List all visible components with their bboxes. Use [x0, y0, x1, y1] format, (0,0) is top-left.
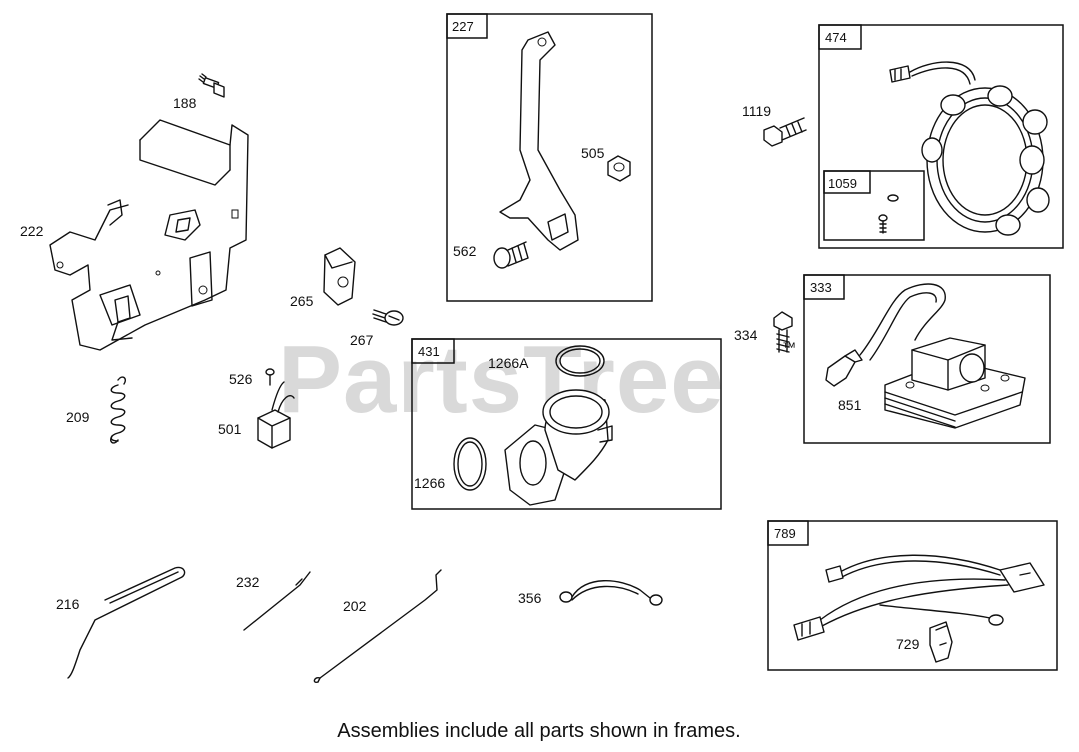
- part-188-bolt[interactable]: [198, 73, 225, 98]
- label-501: 501: [218, 421, 242, 437]
- label-1266A: 1266A: [488, 355, 529, 371]
- label-216: 216: [56, 596, 80, 612]
- frame-227-label: 227: [452, 19, 474, 34]
- part-474-alternator-stator[interactable]: [889, 61, 1050, 236]
- part-851-spark-plug-cap[interactable]: [825, 349, 863, 387]
- frame-431-label: 431: [418, 344, 440, 359]
- frame-789[interactable]: 789 729: [767, 520, 1058, 671]
- part-1266-gasket[interactable]: [453, 437, 487, 491]
- label-267: 267: [350, 332, 374, 348]
- part-1059-screw-washer[interactable]: [878, 194, 899, 234]
- frame-431[interactable]: 431 1266A 1266: [411, 338, 722, 510]
- label-188: 188: [173, 95, 197, 111]
- label-265: 265: [290, 293, 314, 309]
- frame-474[interactable]: 474 1059: [818, 24, 1064, 249]
- label-562: 562: [453, 243, 477, 259]
- part-209-spring[interactable]: [109, 376, 127, 444]
- label-1266: 1266: [414, 475, 445, 491]
- part-227-lever[interactable]: [499, 31, 579, 251]
- part-232-link[interactable]: [243, 571, 311, 631]
- part-789-wiring-harness[interactable]: [793, 554, 1045, 663]
- label-526: 526: [229, 371, 253, 387]
- part-501-module[interactable]: [257, 381, 295, 449]
- frame-1059[interactable]: 1059: [823, 170, 925, 241]
- watermark-text: PartsTree: [278, 326, 725, 433]
- label-209: 209: [66, 409, 90, 425]
- label-851: 851: [838, 397, 862, 413]
- label-1119: 1119: [742, 103, 771, 119]
- part-202-rod[interactable]: [313, 569, 442, 684]
- part-222-control-bracket[interactable]: [49, 119, 249, 351]
- frame-1059-label: 1059: [828, 176, 857, 191]
- frame-227[interactable]: 227 505 562: [446, 13, 653, 302]
- frame-333[interactable]: 333 851: [803, 274, 1051, 444]
- label-729: 729: [896, 636, 920, 652]
- part-267-screw[interactable]: [372, 309, 404, 326]
- footer-caption: Assemblies include all parts shown in fr…: [337, 720, 741, 742]
- frame-474-label: 474: [825, 30, 847, 45]
- label-334: 334: [734, 327, 758, 343]
- label-232: 232: [236, 574, 260, 590]
- part-333-ignition-coil[interactable]: [859, 283, 1026, 429]
- label-222: 222: [20, 223, 44, 239]
- part-1119-bolt[interactable]: [763, 117, 807, 147]
- frame-789-label: 789: [774, 526, 796, 541]
- part-526-screw[interactable]: [265, 368, 275, 386]
- part-505-nut[interactable]: [607, 155, 631, 182]
- part-265-clip[interactable]: [323, 247, 356, 306]
- label-505: 505: [581, 145, 605, 161]
- part-356-ground-strap[interactable]: [559, 580, 663, 606]
- label-202: 202: [343, 598, 367, 614]
- part-431-intake-elbow[interactable]: [504, 389, 613, 506]
- part-1266A-gasket[interactable]: [555, 345, 605, 377]
- part-216-rod[interactable]: [67, 566, 186, 679]
- frame-333-label: 333: [810, 280, 832, 295]
- part-562-screw[interactable]: [493, 241, 529, 269]
- part-334-bolt[interactable]: [773, 311, 793, 353]
- label-356: 356: [518, 590, 542, 606]
